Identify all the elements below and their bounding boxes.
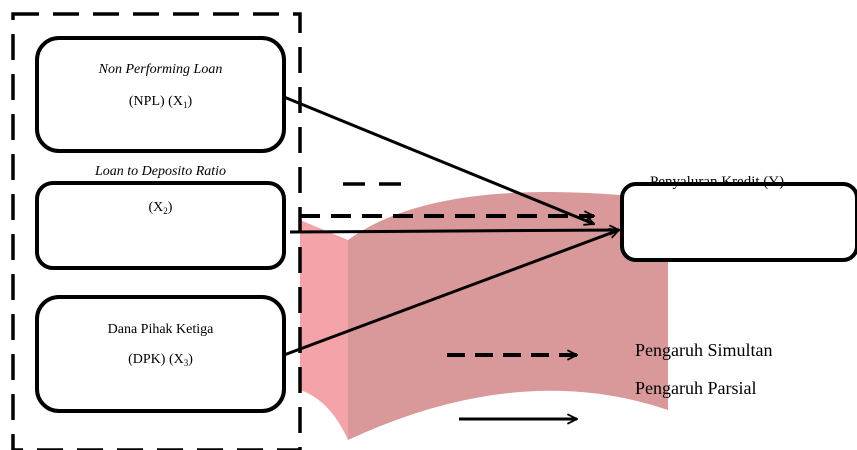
arrow-partial-dpk	[283, 230, 619, 357]
box-npl	[35, 36, 286, 153]
dpk-title: Dana Pihak Ketiga	[107, 322, 214, 337]
ldr-title: Loan to Deposito Ratio	[94, 164, 227, 179]
ribbon-shape-back	[348, 192, 668, 440]
ribbon-shape-front	[300, 220, 348, 440]
arrow-partial-npl	[283, 95, 594, 224]
legend-partial-label: Pengaruh Parsial	[635, 378, 757, 398]
box-ldr	[35, 181, 286, 270]
legend-simultaneous-label: Pengaruh Simultan	[635, 340, 773, 360]
penyaluran-kredit-label: Penyaluran Kredit (Y)	[650, 174, 785, 190]
arrow-partial-ldr	[289, 230, 619, 232]
ldr-subtitle: (X2)	[148, 200, 173, 216]
npl-subtitle: (NPL) (X1)	[128, 94, 193, 110]
box-penyaluran-kredit	[620, 182, 857, 262]
dpk-subtitle: (DPK) (X3)	[128, 352, 193, 368]
npl-title: Non Performing Loan	[98, 62, 223, 77]
